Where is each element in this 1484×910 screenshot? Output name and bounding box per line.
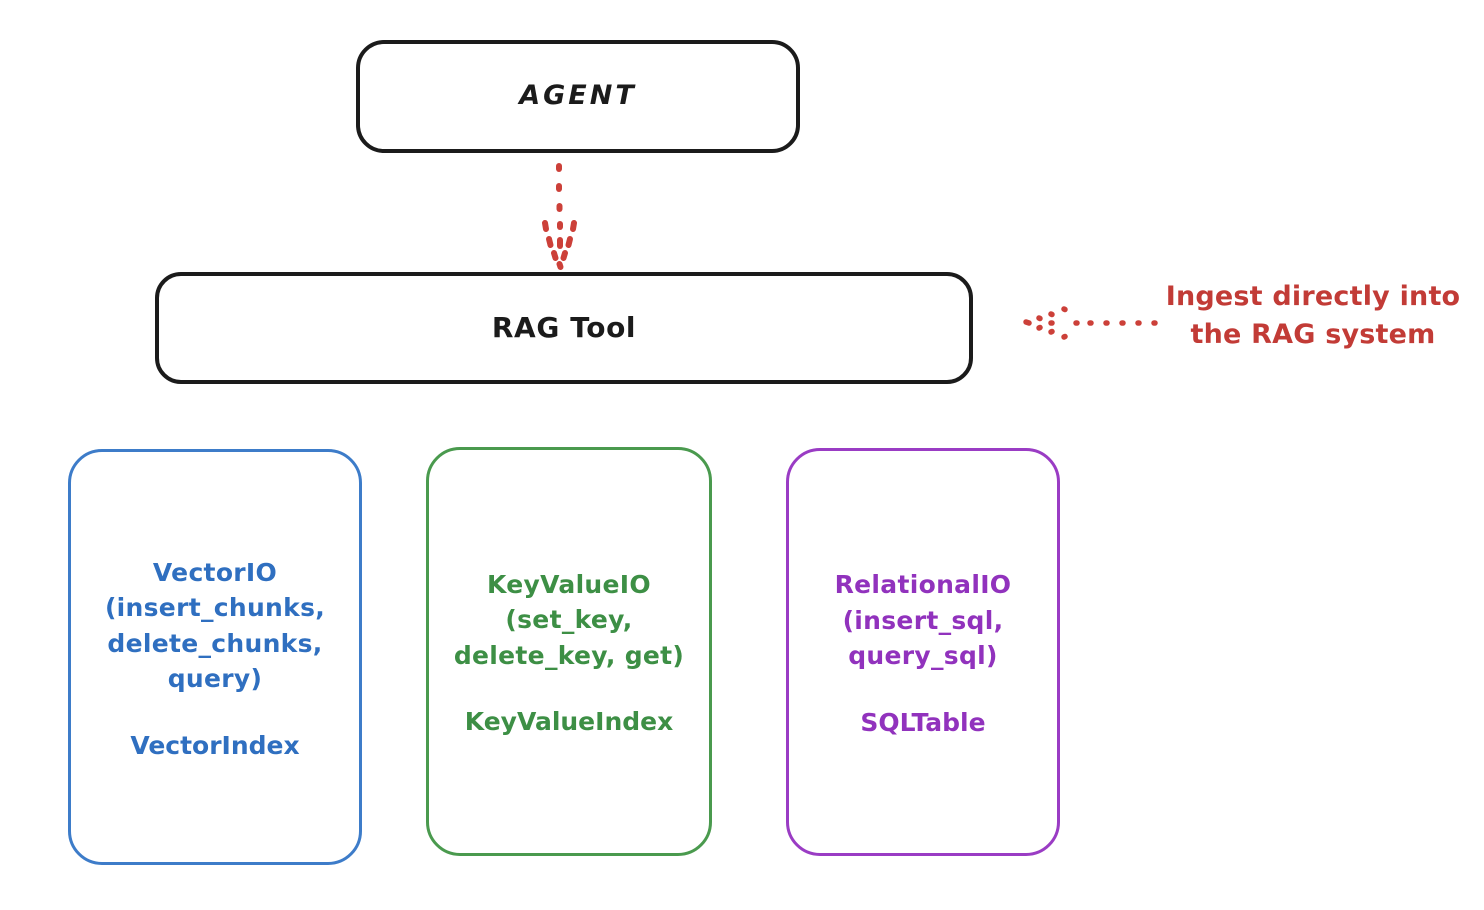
node-vectorio-label: VectorIO (insert_chunks, delete_chunks, … (104, 557, 326, 694)
node-vectorio[interactable]: VectorIO (insert_chunks, delete_chunks, … (68, 449, 362, 865)
node-rag-tool-label: RAG Tool (491, 311, 637, 345)
node-relationalio-sublabel: SQLTable (860, 707, 986, 737)
node-keyvalueio-sublabel: KeyValueIndex (464, 707, 674, 737)
node-relationalio[interactable]: RelationalIO (insert_sql, query_sql) SQL… (786, 448, 1060, 856)
node-keyvalueio[interactable]: KeyValueIO (set_key, delete_key, get) Ke… (426, 447, 712, 856)
node-keyvalueio-label: KeyValueIO (set_key, delete_key, get) (453, 569, 685, 670)
node-rag-tool[interactable]: RAG Tool (155, 272, 973, 384)
node-vectorio-sublabel: VectorIndex (130, 730, 300, 760)
node-agent[interactable]: AGENT (356, 40, 800, 153)
node-relationalio-label: RelationalIO (insert_sql, query_sql) (834, 570, 1012, 671)
node-agent-label: AGENT (519, 80, 637, 112)
annotation-ingest-note: Ingest directly into the RAG system (1165, 281, 1461, 351)
connector-agent-to-rag-tool (542, 163, 577, 270)
connector-ingest-to-rag-tool (1023, 306, 1158, 340)
